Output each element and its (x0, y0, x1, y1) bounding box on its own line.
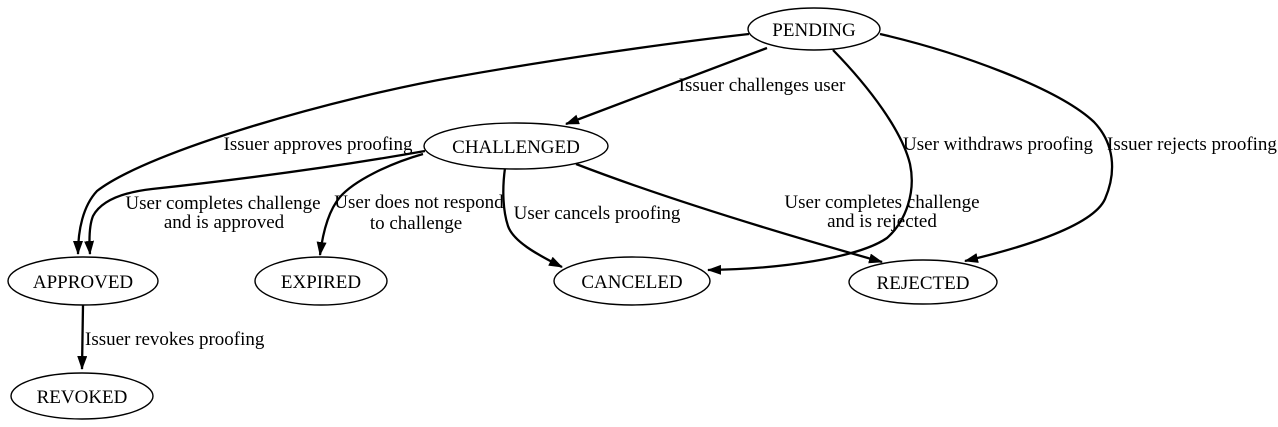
node-ellipse-pending (747, 7, 881, 51)
edge-challenged-approved (84, 149, 426, 255)
edge-pending-canceled (707, 49, 913, 275)
node-ellipse-approved (7, 256, 159, 306)
edge-label-challenged-rejected-line1: User completes challenge (784, 192, 979, 213)
node-ellipse-rejected (848, 259, 998, 305)
node-canceled: CANCELED (553, 256, 711, 306)
edge-label-challenged-approved-line1: User completes challenge (125, 193, 320, 214)
node-ellipse-revoked (10, 372, 154, 420)
node-approved: APPROVED (7, 256, 159, 306)
edge-label-challenged-approved-line2: and is approved (164, 212, 285, 233)
edge-challenged-canceled (502, 167, 563, 269)
node-label-pending: PENDING (772, 20, 856, 41)
node-rejected: REJECTED (848, 259, 998, 305)
node-label-rejected: REJECTED (877, 273, 970, 294)
edge-label-pending-canceled: User withdraws proofing (903, 134, 1093, 155)
edge-label-challenged-rejected-line2: and is rejected (827, 211, 937, 232)
node-label-canceled: CANCELED (581, 272, 682, 293)
edge-label-pending-rejected: Issuer rejects proofing (1107, 134, 1277, 155)
edge-label-pending-approved: Issuer approves proofing (224, 134, 413, 155)
node-ellipse-expired (254, 256, 388, 306)
node-label-challenged: CHALLENGED (452, 137, 580, 158)
node-label-revoked: REVOKED (37, 387, 128, 408)
node-label-approved: APPROVED (33, 272, 133, 293)
edge-pending-rejected (879, 32, 1114, 263)
node-expired: EXPIRED (254, 256, 388, 306)
edge-label-approved-revoked: Issuer revokes proofing (85, 329, 265, 350)
node-pending: PENDING (747, 7, 881, 51)
edge-challenged-rejected (575, 162, 883, 264)
edge-approved-revoked (77, 304, 88, 370)
node-challenged: CHALLENGED (423, 122, 609, 170)
edge-label-pending-challenged: Issuer challenges user (679, 75, 846, 96)
node-revoked: REVOKED (10, 372, 154, 420)
node-label-expired: EXPIRED (281, 272, 361, 293)
edge-pending-challenged (565, 46, 768, 126)
node-ellipse-canceled (553, 256, 711, 306)
node-ellipse-challenged (423, 122, 609, 170)
edge-pending-approved (73, 32, 750, 255)
edge-challenged-expired (316, 152, 424, 256)
edge-label-challenged-expired-line2: to challenge (370, 213, 462, 234)
edge-label-challenged-canceled: User cancels proofing (514, 203, 681, 224)
edge-label-challenged-expired-line1: User does not respond (334, 192, 504, 213)
